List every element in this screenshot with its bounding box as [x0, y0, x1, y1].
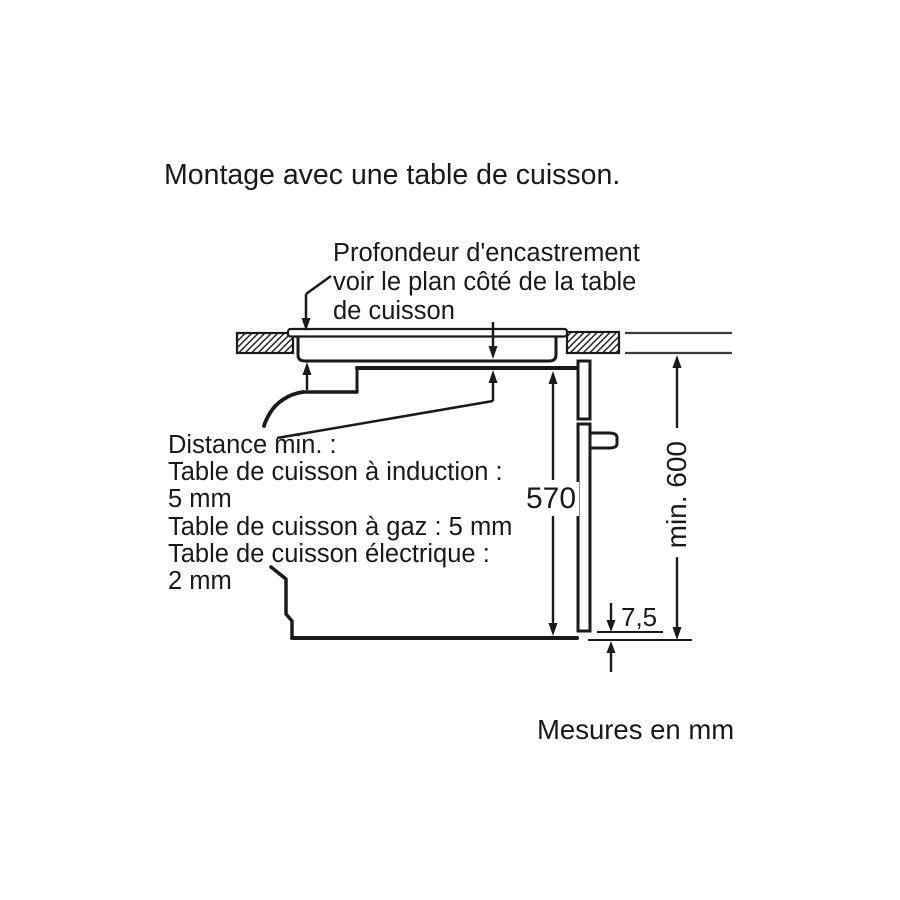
oven-outline	[262, 366, 579, 640]
cooktop-top-plate	[286, 327, 569, 338]
oven-height-dimension: 570	[523, 482, 580, 516]
niche-height-dimension: min. 600	[660, 432, 693, 558]
dimension-min600-line	[672, 355, 682, 640]
bottom-gap-dimension: 7,5	[621, 602, 658, 632]
worktop-right-section	[565, 330, 621, 355]
distance-min-leader	[276, 362, 498, 440]
dimension-75-lines	[588, 603, 692, 672]
worktop-left-section	[235, 331, 295, 355]
annotation-leader	[301, 274, 498, 359]
worktop-reference-lines	[625, 331, 732, 355]
dimension-570-line	[548, 371, 558, 636]
oven-knob	[588, 431, 619, 450]
distance-min-note: Distance min. : Table de cuisson à induc…	[168, 431, 513, 596]
units-footer: Mesures en mm	[537, 714, 735, 745]
oven-front-panel	[576, 359, 619, 633]
diagram-title: Montage avec une table de cuisson.	[164, 159, 621, 191]
encastrement-annotation: Profondeur d'encastrement voir le plan c…	[333, 239, 640, 325]
